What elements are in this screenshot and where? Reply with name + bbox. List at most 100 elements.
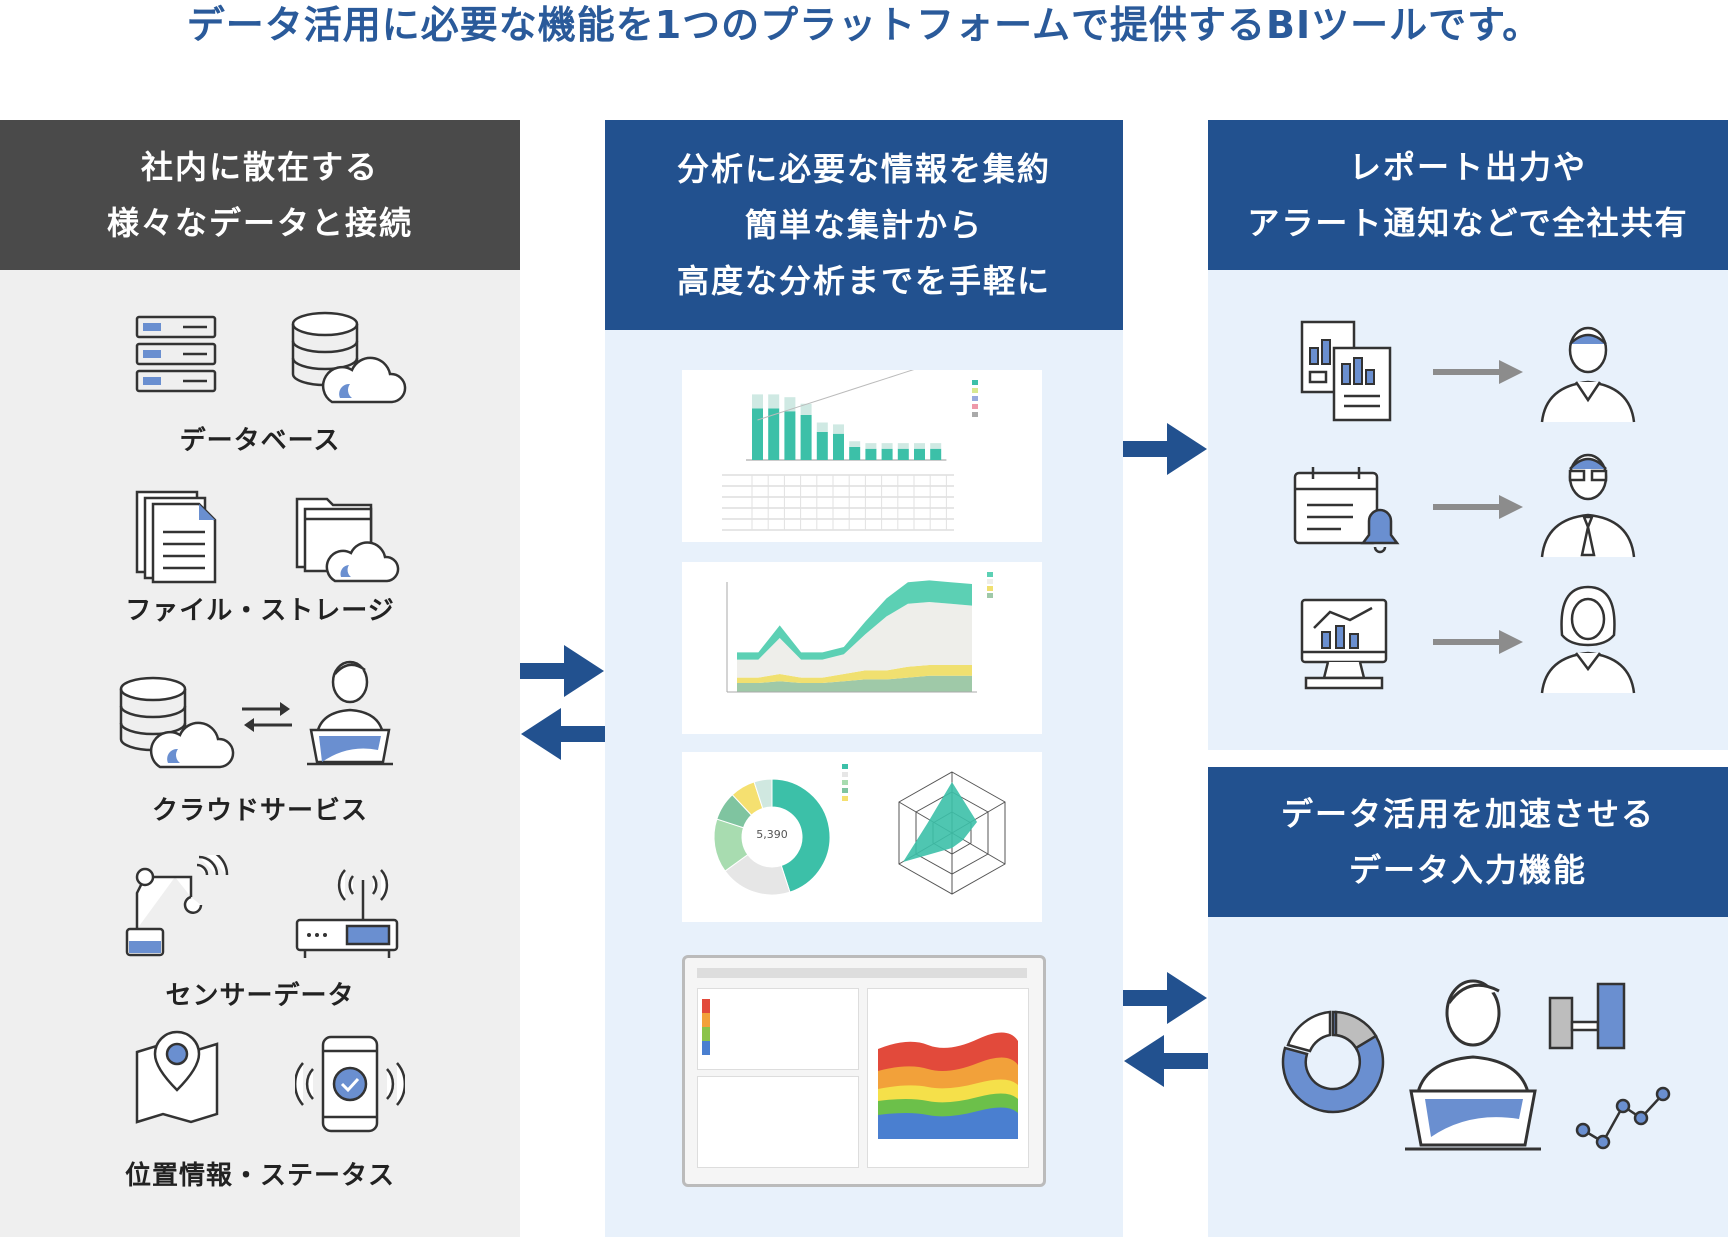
right-top-header-line-1: レポート出力や	[1348, 148, 1587, 186]
dashboard-heat-cell	[702, 1041, 710, 1055]
area-series-4	[737, 580, 972, 660]
bar-series-1	[930, 448, 942, 460]
bar-series-1	[784, 411, 796, 460]
radar-chart	[898, 771, 1006, 895]
middle-header: 分析に必要な情報を集約 簡単な集計から 高度な分析までを手軽に	[605, 120, 1123, 330]
right-arrow-icon	[1123, 423, 1207, 475]
smartphone-check-icon	[295, 1035, 405, 1133]
donut-radar-panel: 5,390	[682, 752, 1042, 922]
folder-cloud-icon	[295, 497, 400, 583]
bar-chart	[722, 370, 978, 531]
bar-series-1	[897, 448, 909, 460]
legend-swatch	[987, 579, 993, 584]
dashboard-heat-cell	[702, 1013, 710, 1027]
bar-series-2	[800, 403, 812, 415]
legend-swatch	[987, 593, 993, 598]
area-series-3	[737, 602, 972, 678]
grey-arrow-icon	[1433, 360, 1523, 384]
area-chart-panel	[682, 562, 1042, 734]
item-label-sensor-data: センサーデータ	[165, 981, 355, 1011]
user-laptop-icon	[307, 660, 393, 766]
grey-arrow-icon	[1433, 630, 1523, 654]
left-header: 社内に散在する 様々なデータと接続	[0, 120, 520, 270]
document-icon	[135, 490, 217, 584]
donut-icon	[1281, 1010, 1385, 1114]
calendar-bell-icon	[1293, 467, 1400, 554]
item-label-cloud-service: クラウドサービス	[151, 796, 368, 826]
legend-swatch	[972, 388, 978, 393]
right-bottom-header: データ活用を加速させる データ入力機能	[1208, 767, 1728, 917]
middle-column: 分析に必要な情報を集約 簡単な集計から 高度な分析までを手軽に 5,390	[605, 120, 1123, 1237]
bar-series-1	[816, 431, 828, 460]
robot-arm-icon	[125, 855, 229, 957]
legend-swatch	[842, 788, 848, 793]
user-laptop-icon	[1405, 979, 1541, 1151]
legend-swatch	[972, 404, 978, 409]
pareto-line	[757, 370, 915, 421]
area-series-2	[737, 665, 972, 683]
legend-swatch	[842, 780, 848, 785]
left-arrow-icon	[1124, 1035, 1208, 1087]
left-header-line-1: 社内に散在する	[140, 148, 379, 186]
left-column: 社内に散在する 様々なデータと接続 データベース	[0, 120, 520, 1237]
legend-swatch	[842, 764, 848, 769]
bar-series-1	[865, 448, 877, 460]
bar-series-2	[816, 422, 828, 432]
monitor-chart-icon	[1300, 598, 1388, 690]
bar-series-2	[833, 424, 844, 434]
bar-series-2	[930, 443, 942, 449]
right-top-header-line-2: アラート通知などで全社共有	[1247, 204, 1689, 242]
item-label-file-storage: ファイル・ストレージ	[125, 596, 395, 626]
legend-swatch	[987, 586, 993, 591]
right-bottom-header-line-1: データ活用を加速させる	[1280, 795, 1655, 833]
right-top-header: レポート出力や アラート通知などで全社共有	[1208, 120, 1728, 270]
bar-series-2	[914, 443, 925, 449]
bar-series-2	[865, 443, 877, 449]
report-icon	[1300, 320, 1392, 422]
database-cloud-icon	[291, 311, 407, 404]
bar-series-2	[752, 394, 763, 409]
right-arrow-icon	[1123, 972, 1207, 1024]
item-label-database: データベース	[179, 426, 341, 456]
map-pin-icon	[135, 1030, 219, 1124]
donut-chart	[713, 764, 848, 896]
left-arrow-icon	[521, 708, 605, 760]
dashboard-heat-cell	[702, 1027, 710, 1041]
bar-series-2	[784, 397, 796, 412]
right-top-column: レポート出力や アラート通知などで全社共有	[1208, 120, 1728, 750]
person-icon	[1540, 326, 1636, 423]
bar-series-2	[881, 443, 893, 449]
bar-series-1	[914, 448, 925, 460]
server-icon	[135, 315, 217, 393]
legend-swatch	[842, 796, 848, 801]
router-icon	[295, 869, 399, 958]
legend-swatch	[842, 772, 848, 777]
bar-series-1	[881, 448, 893, 460]
sync-arrows-icon	[242, 702, 292, 732]
database-cloud-icon	[119, 676, 235, 769]
bar-series-2	[897, 443, 909, 449]
dashboard-grid-panel	[697, 988, 859, 1070]
dashboard-heat-cell	[702, 999, 710, 1013]
woman-icon	[1540, 585, 1636, 694]
middle-header-line-3: 高度な分析までを手軽に	[676, 262, 1051, 300]
legend-swatch	[987, 572, 993, 577]
dashboard-area-panel	[867, 988, 1029, 1168]
legend-swatch	[972, 380, 978, 385]
bar-series-1	[833, 433, 844, 460]
item-label-location-status: 位置情報・ステータス	[124, 1161, 395, 1191]
left-header-line-2: 様々なデータと接続	[106, 204, 413, 242]
grey-arrow-icon	[1433, 495, 1523, 519]
dashboard-screen	[682, 955, 1046, 1187]
middle-header-line-2: 簡単な集計から	[744, 206, 983, 244]
bar-series-2	[849, 441, 861, 447]
businessman-icon	[1540, 453, 1636, 558]
bar-chart-icon	[1548, 982, 1626, 1050]
bar-chart-panel	[682, 370, 1042, 542]
bar-series-1	[768, 408, 780, 460]
dashboard-table-panel	[697, 1076, 859, 1168]
donut-slice	[771, 778, 831, 893]
legend-swatch	[972, 412, 978, 417]
donut-center-value: 5,390	[756, 828, 788, 841]
area-chart	[726, 572, 993, 693]
